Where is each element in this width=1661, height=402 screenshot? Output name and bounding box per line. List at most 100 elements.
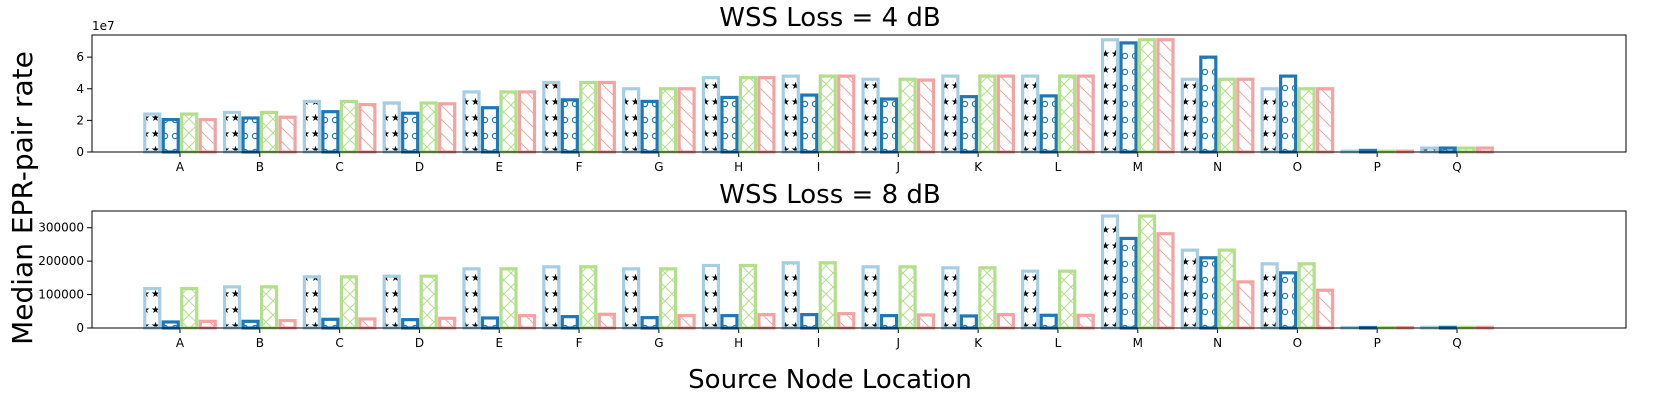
bar-series-1-H: [701, 76, 721, 154]
bar-series-2-J: [879, 97, 899, 154]
bar-series-4-F: [597, 80, 616, 154]
bar-series-3-N: [1217, 248, 1236, 330]
bar-series-3-L: [1058, 269, 1077, 330]
bar-series-4-E: [517, 90, 537, 154]
axis-scale-note: 1e7: [92, 19, 115, 33]
bar-series-3-I: [818, 261, 837, 330]
bar-series-2-H: [720, 95, 739, 154]
x-axis-label: Source Node Location: [688, 365, 972, 395]
bar-series-1-A: [143, 286, 162, 330]
bar-series-3-B: [259, 110, 279, 154]
bar-series-2-O: [1279, 271, 1298, 330]
bar-series-4-D: [438, 102, 457, 154]
bar-series-4-O: [1316, 288, 1335, 330]
bar-series-3-A: [180, 286, 199, 330]
bar-series-1-I: [781, 74, 800, 154]
bar-series-3-J: [898, 265, 917, 330]
y-tick-label: 6: [76, 50, 84, 64]
bar-series-4-L: [1076, 313, 1095, 330]
x-tick-label: N: [1213, 160, 1222, 174]
bar-series-2-C: [321, 317, 340, 330]
bar-series-1-Q: [1420, 146, 1439, 154]
bar-series-2-H: [720, 314, 739, 330]
bar-series-2-I: [800, 93, 819, 154]
bar-series-2-A: [161, 320, 180, 330]
bar-series-3-E: [499, 90, 518, 154]
bar-series-3-J: [898, 77, 917, 154]
y-tick-label: 200000: [38, 254, 84, 268]
bar-series-2-F: [560, 315, 579, 330]
bar-series-4-H: [757, 313, 776, 330]
x-tick-label: G: [654, 336, 663, 350]
x-tick-label: Q: [1452, 160, 1461, 174]
x-tick-label: G: [654, 160, 663, 174]
bar-series-1-M: [1100, 214, 1120, 330]
bar-series-1-G: [622, 267, 641, 330]
x-tick-label: I: [817, 336, 821, 350]
bar-series-4-J: [916, 78, 936, 154]
bar-series-2-E: [480, 106, 500, 154]
bar-series-1-F: [542, 80, 561, 154]
x-tick-label: A: [176, 160, 185, 174]
bar-series-1-O: [1260, 87, 1279, 154]
bar-series-1-K: [941, 266, 960, 330]
bar-series-1-G: [622, 87, 641, 154]
bar-series-1-B: [222, 110, 242, 154]
x-tick-label: J: [896, 160, 901, 174]
bar-series-2-K: [959, 95, 978, 154]
bar-series-1-I: [781, 261, 800, 330]
x-tick-label: P: [1374, 160, 1381, 174]
bar-series-1-J: [861, 77, 880, 154]
x-tick-label: O: [1293, 160, 1302, 174]
bar-series-2-I: [800, 313, 819, 330]
bar-series-1-C: [302, 275, 321, 330]
x-tick-label: J: [896, 336, 901, 350]
bar-series-2-O: [1279, 74, 1298, 154]
bar-series-3-K: [978, 74, 997, 154]
x-tick-label: H: [734, 160, 743, 174]
bar-series-4-N: [1236, 77, 1255, 154]
x-tick-label: N: [1213, 336, 1222, 350]
y-axis-label: Median EPR-pair rate: [6, 51, 39, 345]
x-tick-label: P: [1374, 336, 1381, 350]
bar-series-2-M: [1119, 236, 1138, 330]
bar-series-3-B: [259, 285, 279, 330]
x-tick-label: I: [817, 160, 821, 174]
bar-series-3-O: [1297, 87, 1316, 154]
bar-series-3-L: [1058, 74, 1077, 154]
bar-series-2-D: [401, 318, 420, 330]
x-tick-label: C: [335, 160, 343, 174]
bar-series-4-J: [916, 313, 936, 330]
plot-frame: [91, 210, 1627, 329]
bar-series-1-B: [222, 285, 242, 330]
x-tick-label: B: [256, 160, 264, 174]
x-tick-label: B: [256, 336, 264, 350]
y-tick-label: 300000: [38, 221, 84, 235]
bar-series-1-A: [143, 112, 162, 154]
y-tick-label: 0: [76, 321, 84, 335]
x-tick-label: K: [974, 160, 983, 174]
x-tick-label: E: [495, 336, 503, 350]
bar-series-2-M: [1119, 41, 1138, 154]
bar-series-2-G: [640, 316, 659, 330]
chart-title: WSS Loss = 8 dB: [719, 180, 940, 210]
bar-series-4-A: [198, 319, 217, 330]
bar-series-3-H: [738, 76, 758, 154]
bar-series-3-A: [180, 112, 199, 154]
bar-series-3-F: [579, 80, 598, 154]
bar-series-1-E: [462, 267, 481, 330]
bar-series-4-M: [1156, 232, 1175, 330]
bar-series-4-L: [1076, 74, 1095, 154]
bar-series-1-C: [302, 99, 321, 154]
bar-series-4-M: [1156, 38, 1175, 154]
bar-series-3-F: [579, 265, 598, 330]
bar-series-4-C: [358, 102, 377, 154]
bar-series-1-K: [941, 74, 960, 154]
bar-series-4-E: [517, 314, 537, 330]
bar-series-1-N: [1180, 248, 1199, 330]
bar-series-1-L: [1021, 269, 1040, 330]
bar-series-1-O: [1260, 262, 1279, 330]
